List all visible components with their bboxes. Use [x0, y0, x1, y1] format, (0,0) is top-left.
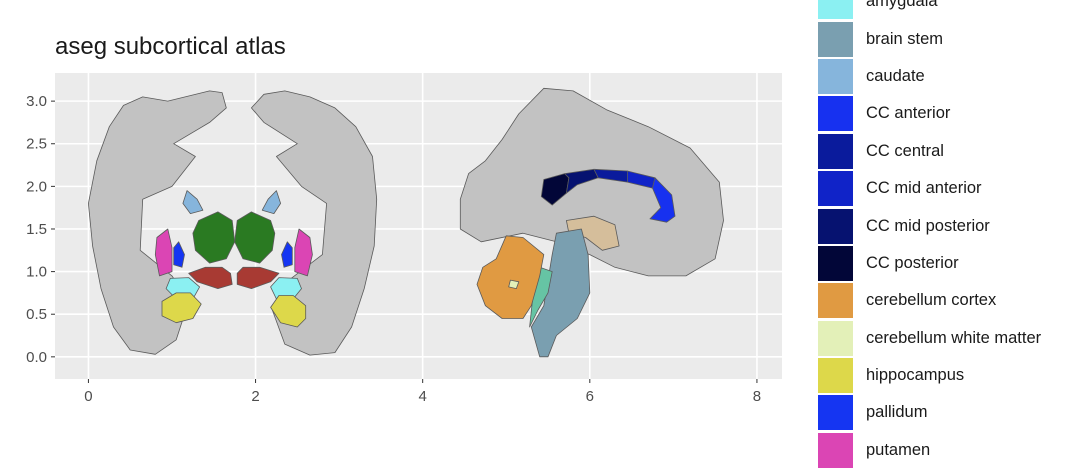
legend-item: cerebellum cortex [818, 282, 1080, 319]
region-thalamus-left [192, 211, 236, 264]
legend-color-key [818, 320, 853, 356]
atlas-regions [88, 87, 724, 358]
y-tick-label: 3.0 [26, 93, 47, 110]
region-thalamus-right [234, 211, 276, 264]
region-putamen-right [294, 228, 313, 277]
legend-color-key [818, 283, 853, 319]
x-tick-label: 2 [251, 388, 259, 405]
y-tick-label: 1.5 [26, 221, 47, 238]
y-tick-label: 1.0 [26, 264, 47, 281]
y-tick-label: 2.5 [26, 136, 47, 153]
legend-label: hippocampus [866, 366, 965, 385]
legend-color-key [818, 58, 853, 94]
legend-color-key [818, 21, 853, 57]
region-hippocampus-right [270, 295, 307, 328]
x-tick-label: 0 [84, 388, 92, 405]
region-pallidum-right [281, 241, 293, 268]
y-tick-label: 0.0 [26, 349, 47, 366]
legend-item: brain stem [818, 20, 1080, 57]
legend-item: CC mid anterior [818, 170, 1080, 207]
legend-label: CC mid posterior [866, 216, 990, 235]
legend-item: hippocampus [818, 357, 1080, 394]
legend-item: pallidum [818, 394, 1080, 431]
legend-item: cerebellum white matter [818, 320, 1080, 357]
region-caudate-right [261, 190, 282, 215]
legend-label: CC anterior [866, 104, 951, 123]
region-putamen-left [154, 228, 173, 277]
region-context-sagittal [459, 87, 724, 277]
region-cc-anterior [649, 177, 676, 223]
region-ventral-dc-left [188, 266, 233, 290]
legend-label: brain stem [866, 29, 944, 48]
chart-title: aseg subcortical atlas [55, 33, 286, 60]
region-hippocampus-left [161, 292, 202, 324]
legend-label: amygdala [866, 0, 938, 11]
legend-label: putamen [866, 440, 931, 459]
legend-label: cerebellum cortex [866, 291, 997, 310]
legend-item: amygdala [818, 0, 1080, 20]
region-cerebellum-white-matter [508, 279, 520, 290]
legend-color-key [818, 358, 853, 394]
x-tick-label: 8 [753, 388, 761, 405]
legend-label: CC posterior [866, 253, 959, 272]
legend-color-key [818, 245, 853, 281]
legend-color-key [818, 96, 853, 132]
legend-item: CC central [818, 133, 1080, 170]
legend-label: cerebellum white matter [866, 328, 1042, 347]
legend-item: CC mid posterior [818, 207, 1080, 244]
legend-item: CC anterior [818, 95, 1080, 132]
x-tick-label: 4 [419, 388, 427, 405]
y-tick-label: 2.0 [26, 178, 47, 195]
legend-color-key [818, 171, 853, 207]
legend-item: CC posterior [818, 245, 1080, 282]
axes: 0 2 4 6 8 0.0 0.5 1.0 1.5 2.0 2.5 3.0 [26, 93, 761, 405]
legend-label: CC central [866, 141, 944, 160]
legend: amygdala brain stem caudate CC anterior CC c… [818, 0, 1080, 469]
region-context-coronal-right [250, 90, 378, 356]
region-cerebellum-cortex [476, 235, 545, 319]
legend-item: putamen [818, 432, 1080, 469]
chart-svg: 0 2 4 6 8 0.0 0.5 1.0 1.5 2.0 2.5 3.0 [26, 73, 782, 405]
legend-color-key [818, 432, 853, 468]
legend-item: caudate [818, 58, 1080, 95]
legend-color-key [818, 133, 853, 169]
legend-color-key [818, 0, 853, 20]
legend-label: caudate [866, 66, 925, 85]
region-caudate-left [182, 190, 204, 215]
legend-color-key [818, 395, 853, 431]
legend-label: CC mid anterior [866, 179, 982, 198]
x-tick-label: 6 [586, 388, 594, 405]
region-ventral-dc-right [236, 266, 280, 290]
y-tick-label: 0.5 [26, 306, 47, 323]
legend-color-key [818, 208, 853, 244]
legend-label: pallidum [866, 403, 928, 422]
region-pallidum-left [173, 241, 185, 268]
